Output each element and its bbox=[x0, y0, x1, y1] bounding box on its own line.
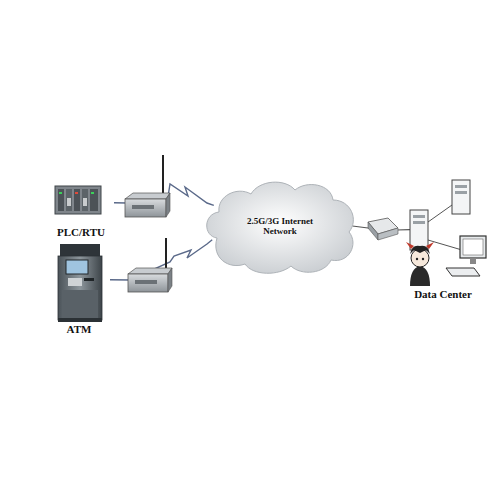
cloud-node: 2.5G/3G Internet Network bbox=[203, 178, 357, 276]
device-node: PLC/RTU bbox=[48, 183, 114, 238]
atm-machine bbox=[58, 244, 102, 322]
device-label: Data Center bbox=[396, 288, 490, 300]
person-icon bbox=[406, 242, 434, 286]
device-label: PLC/RTU bbox=[48, 226, 114, 238]
network-switch bbox=[368, 218, 398, 240]
device-node: ATM bbox=[48, 243, 110, 335]
data-center-node: Data Center bbox=[396, 172, 490, 300]
router-modem bbox=[125, 155, 170, 217]
data-center-equipment bbox=[410, 180, 486, 276]
router-modem bbox=[128, 238, 172, 292]
network-label: 2.5G/3G Internet Network bbox=[239, 217, 321, 237]
plc-rack bbox=[55, 186, 101, 214]
device-label: ATM bbox=[48, 323, 110, 335]
